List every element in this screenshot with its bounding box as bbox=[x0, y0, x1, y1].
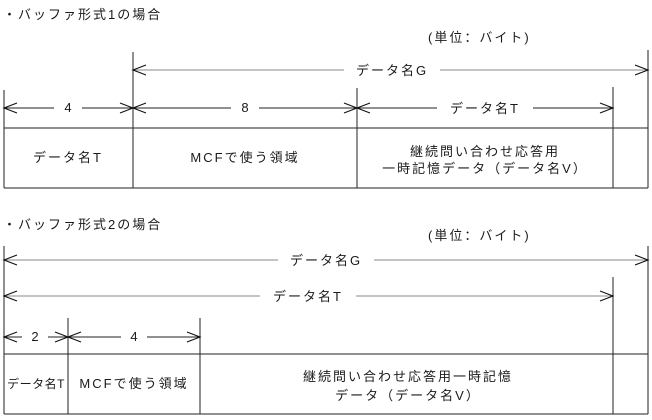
f2-span-g-label: データ名G bbox=[290, 253, 362, 268]
f2-span-g-arrowhead-right-icon bbox=[634, 254, 650, 266]
f1-dim2-label-mask bbox=[231, 101, 259, 115]
f1-dim-arrowhead-icon bbox=[355, 102, 371, 114]
format2-unit-note: (単位：バイト) bbox=[428, 228, 531, 243]
f2-dim2-label-mask bbox=[121, 330, 147, 344]
f2-span-t-arrowhead-right-icon bbox=[599, 290, 615, 302]
f1-dim3-label-mask bbox=[437, 100, 533, 116]
f2-span-g-label-mask bbox=[278, 252, 374, 268]
f2-span-t-label-mask bbox=[260, 288, 356, 304]
f1-cell-dataname-t: データ名T bbox=[33, 150, 103, 165]
f1-dim2-label: 8 bbox=[241, 100, 248, 115]
f1-span-g-label-mask bbox=[344, 62, 440, 78]
f1-cell-temp-data-line1: 継続問い合わせ応答用 bbox=[410, 144, 560, 159]
f2-dim-arrowhead-icon bbox=[2, 331, 18, 343]
f1-cell-mcf-area: MCFで使う領域 bbox=[190, 150, 299, 165]
f1-span-g-arrowhead-left-icon bbox=[131, 64, 147, 76]
f2-dim1-label-mask bbox=[22, 330, 48, 344]
f1-dim-arrowhead-icon bbox=[2, 102, 18, 114]
f1-cell-temp-data-line2: 一時記憶データ（データ名V） bbox=[382, 161, 588, 176]
f2-span-t-arrowhead-left-icon bbox=[2, 290, 18, 302]
f2-dim1-label: 2 bbox=[31, 329, 38, 344]
f2-dim2-label: 4 bbox=[130, 329, 137, 344]
f2-dim-arrowhead-icon bbox=[66, 331, 82, 343]
format1-title: ・バッファ形式1の場合 bbox=[3, 7, 162, 22]
f2-cell-mcf-area: MCFで使う領域 bbox=[79, 376, 188, 391]
f1-dim3-label: データ名T bbox=[450, 101, 520, 116]
f1-dim1-label: 4 bbox=[64, 100, 71, 115]
f2-span-g-arrowhead-left-icon bbox=[2, 254, 18, 266]
f1-span-g-label: データ名G bbox=[356, 63, 428, 78]
f2-span-t-label: データ名T bbox=[273, 289, 343, 304]
f2-cell-temp-data-line1: 継続問い合わせ応答用一時記憶 bbox=[303, 369, 513, 384]
f1-dim-arrowhead-icon bbox=[131, 102, 147, 114]
f1-dim1-label-mask bbox=[54, 101, 82, 115]
f1-dim-arrowhead-icon bbox=[599, 102, 615, 114]
f1-span-g-arrowhead-right-icon bbox=[634, 64, 650, 76]
format2-title: ・バッファ形式2の場合 bbox=[3, 217, 162, 232]
format1-section: ・バッファ形式1の場合 (単位：バイト) データ名G bbox=[2, 7, 650, 189]
format2-section: ・バッファ形式2の場合 (単位：バイト) データ名G データ名T bbox=[2, 217, 650, 415]
f2-cell-dataname-t: データ名T bbox=[7, 376, 65, 391]
f2-dim-arrowhead-icon bbox=[186, 331, 202, 343]
f2-cell-temp-data-line2: データ（データ名V） bbox=[335, 388, 481, 403]
format1-unit-note: (単位：バイト) bbox=[428, 30, 531, 45]
